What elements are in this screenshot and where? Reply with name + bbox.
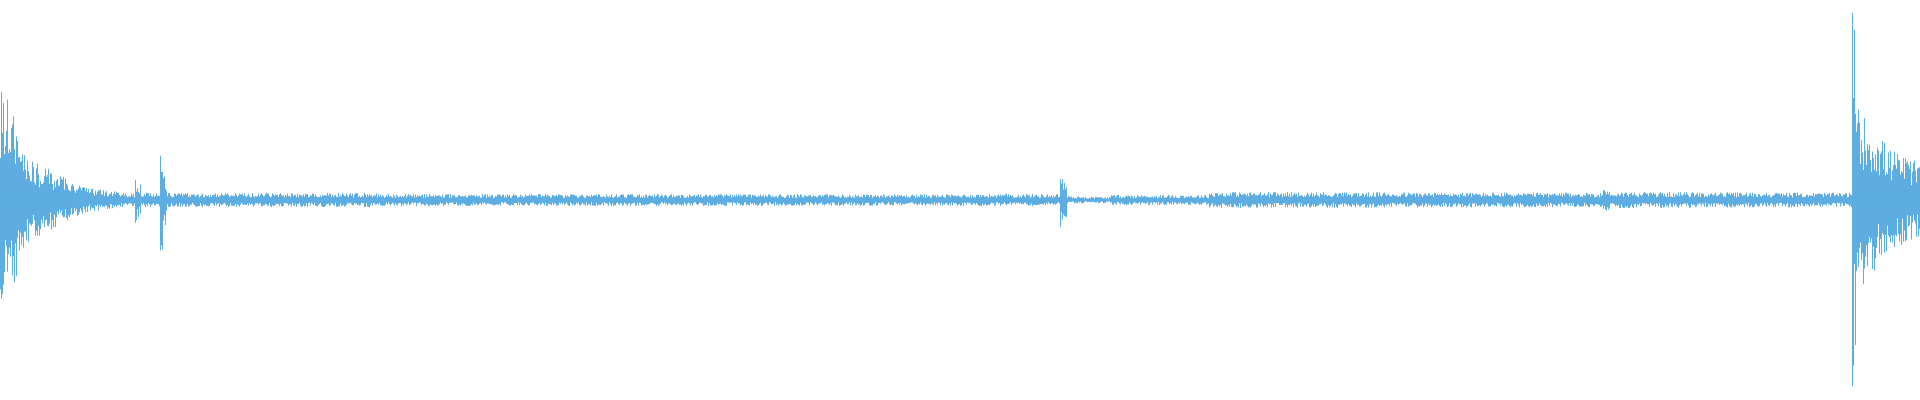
waveform-graphic xyxy=(0,12,1920,387)
